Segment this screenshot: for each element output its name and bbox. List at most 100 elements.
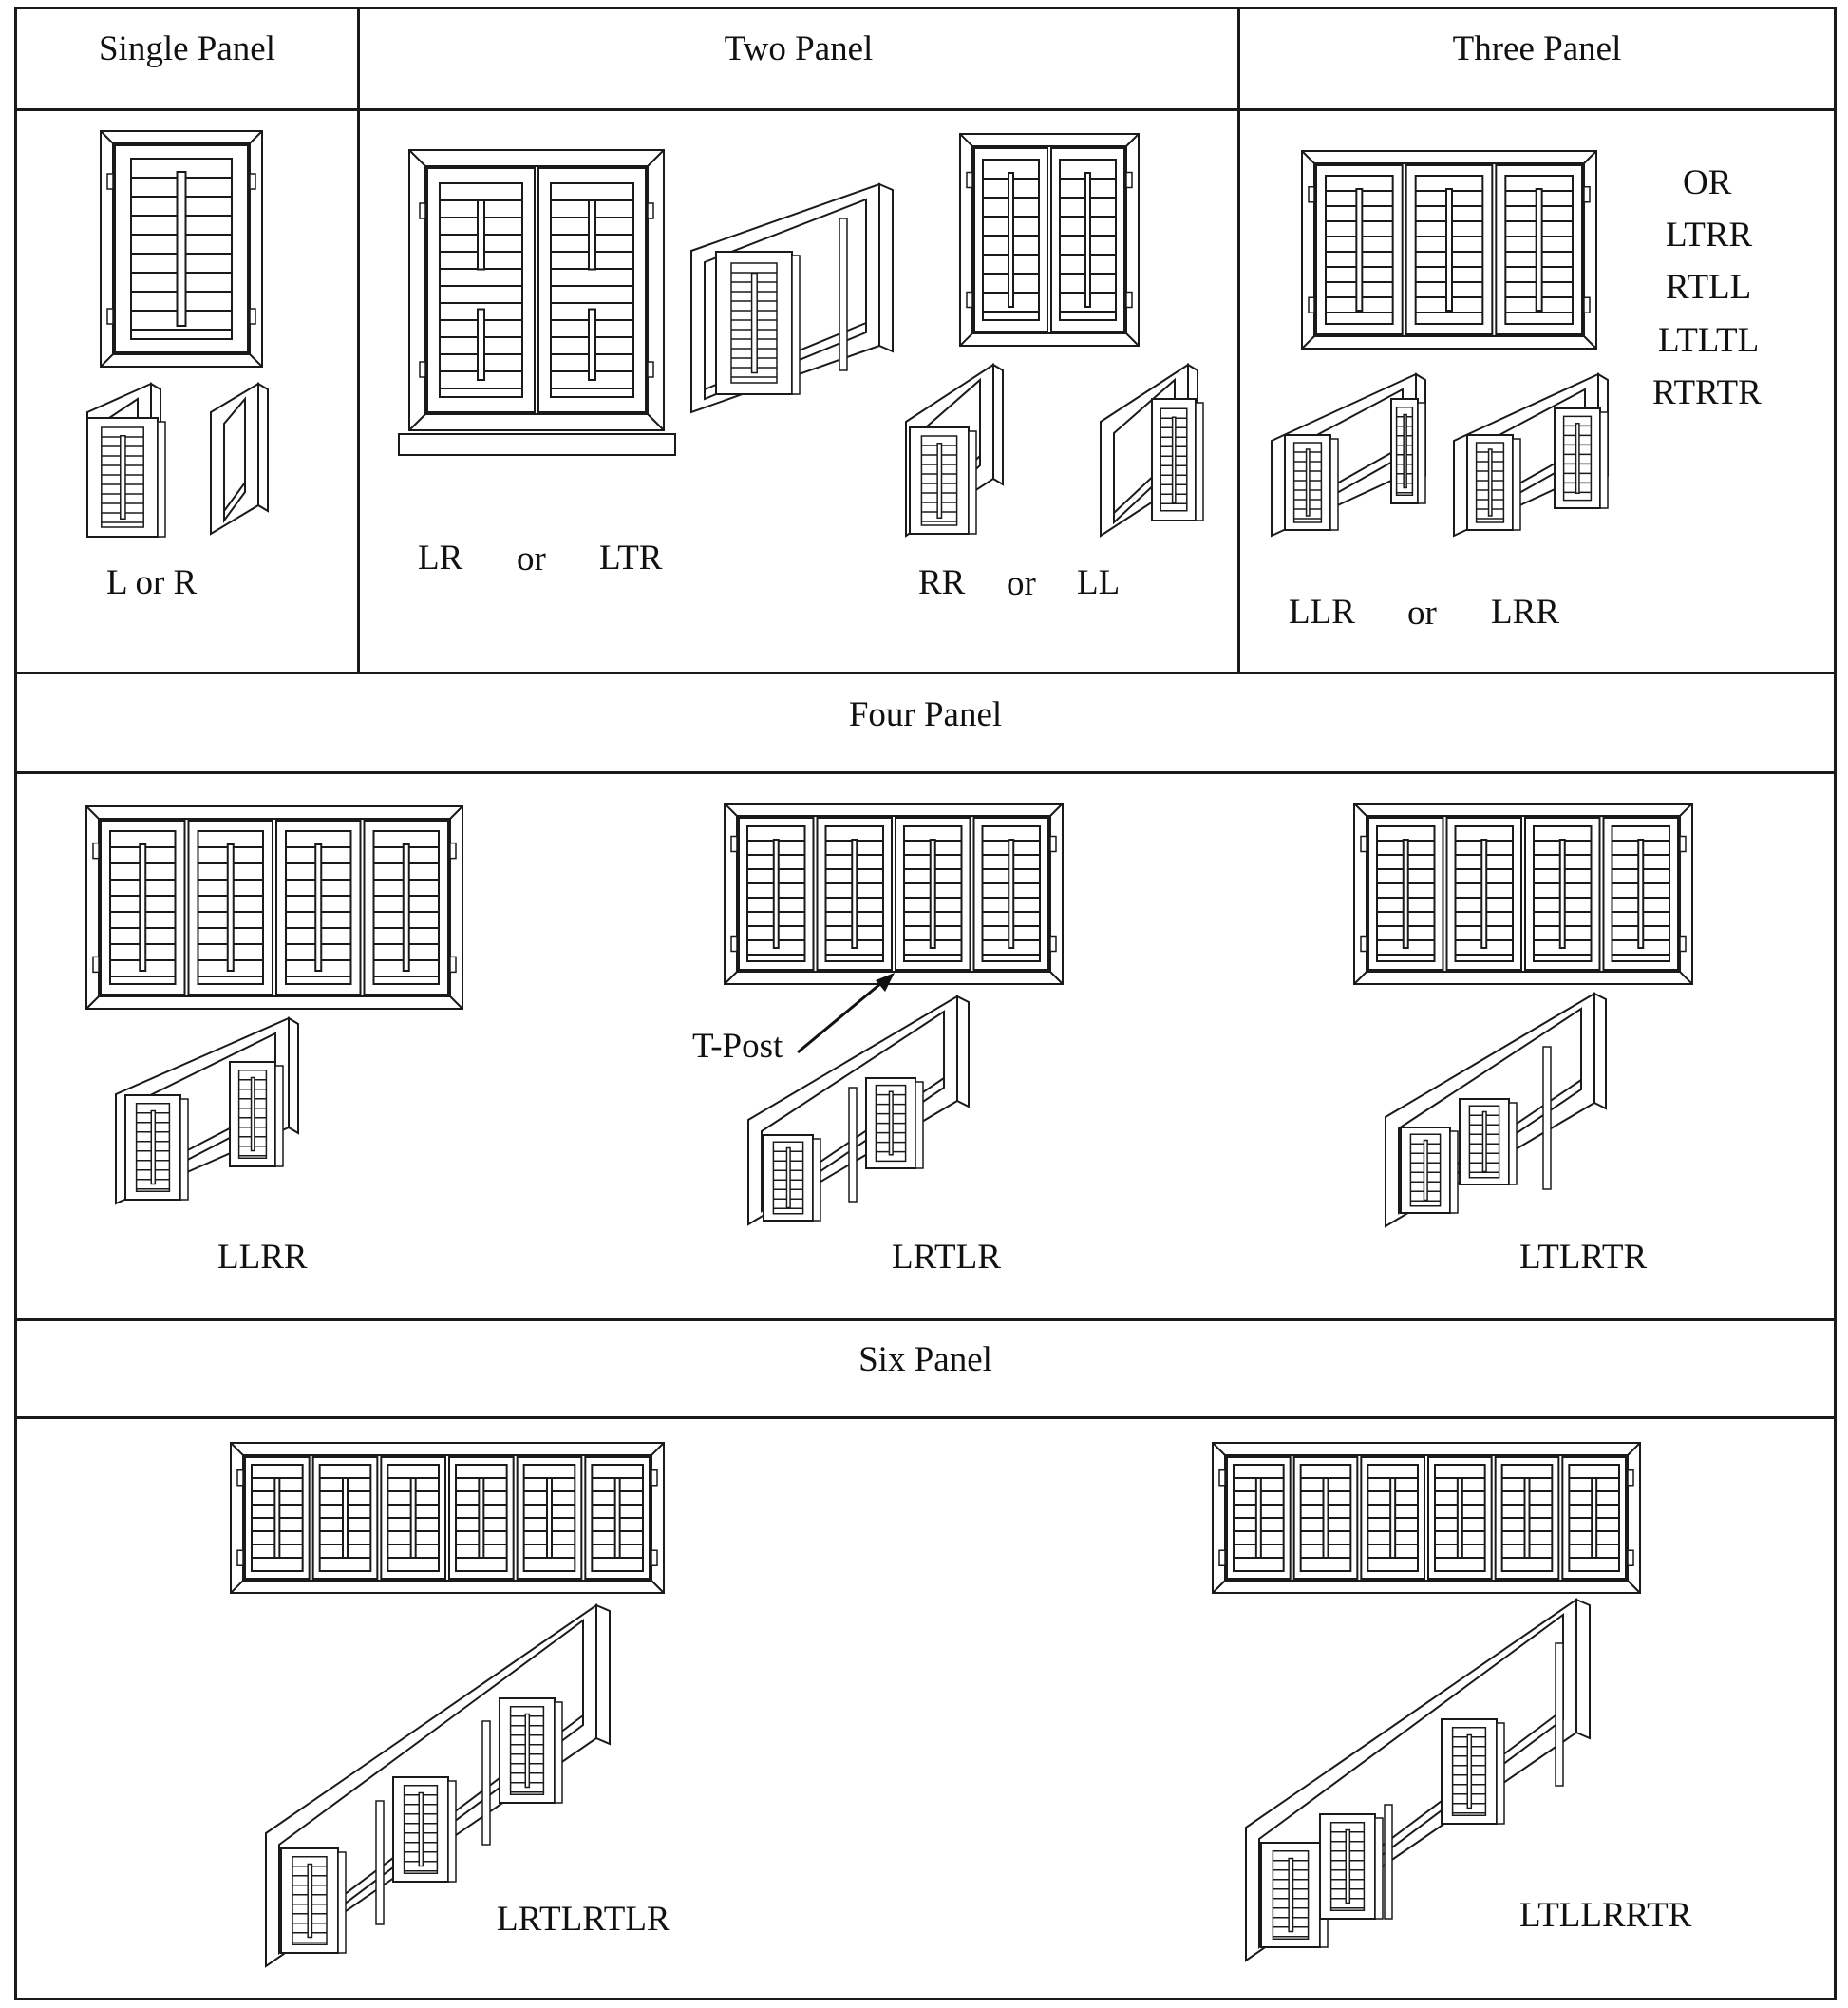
- shutter-panel: [189, 821, 273, 995]
- louver-field: [102, 427, 143, 527]
- louver-field: [239, 1070, 267, 1158]
- frame-mitre: [1126, 333, 1139, 346]
- label-ltr: LTR: [599, 539, 663, 578]
- four-panel-lrtlr-open: [745, 993, 972, 1230]
- t-post: [1556, 1643, 1563, 1786]
- frame-depth: [879, 184, 893, 351]
- table-border-right: [1834, 7, 1837, 2000]
- six-panel-lrtlrtlr-front: [230, 1442, 665, 1594]
- frame-mitre: [1302, 336, 1314, 349]
- panel-edge: [1513, 439, 1520, 530]
- frame-mitre: [86, 996, 99, 1009]
- four-panel-llrr-front: [85, 805, 463, 1010]
- frame-depth: [1576, 1600, 1590, 1738]
- t-post: [839, 218, 847, 370]
- hinge: [967, 293, 972, 308]
- label-rr: RR: [918, 563, 966, 602]
- hinge: [1361, 837, 1367, 852]
- row-divider: [14, 1318, 1837, 1321]
- frame-outer: [1302, 151, 1596, 349]
- hinge: [107, 174, 113, 189]
- louver-field: [773, 1142, 802, 1214]
- louver-field: [374, 831, 440, 984]
- tilt-rod: [178, 172, 186, 326]
- tilt-rod: [931, 840, 935, 948]
- tilt-rod: [315, 844, 321, 971]
- frame-outer: [960, 134, 1139, 346]
- frame-mitre: [231, 1581, 243, 1593]
- shutter-panel: [1496, 165, 1582, 334]
- tilt-rod: [404, 844, 409, 971]
- panel-edge: [1450, 1131, 1458, 1213]
- column-divider: [1237, 7, 1240, 674]
- two-panel-shutter-front: [408, 149, 665, 431]
- label-lrtlrtlr: LRTLRTLR: [497, 1900, 670, 1939]
- shutter-panel: [1406, 165, 1493, 334]
- tilt-rod: [1404, 415, 1406, 488]
- shutter-panel: [1604, 818, 1679, 970]
- tilt-rod: [411, 1478, 416, 1558]
- two-panel-shutter-front-small: [959, 133, 1140, 347]
- frame-inner: [99, 819, 450, 996]
- hinge: [1309, 187, 1314, 202]
- louver-field: [1534, 826, 1592, 961]
- arrow-head: [876, 973, 895, 992]
- frame-inner: [705, 199, 866, 399]
- frame-mitre: [1126, 134, 1139, 146]
- three-panel-shutter-front: [1301, 150, 1597, 350]
- frame-inner: [425, 166, 648, 414]
- tilt-rod: [1560, 840, 1565, 948]
- tilt-rod: [308, 1865, 311, 1938]
- hinge: [967, 172, 972, 187]
- shutter-panel: [276, 821, 361, 995]
- shutter-panel: [1361, 1457, 1424, 1579]
- tilt-rod: [1346, 1830, 1349, 1904]
- frame-inner: [279, 1620, 583, 1953]
- louver-field: [1505, 176, 1573, 324]
- tilt-rod: [1458, 1478, 1462, 1558]
- frame-mitre: [1680, 972, 1692, 984]
- shutter-panel: [101, 821, 185, 995]
- table-border-left: [14, 7, 17, 2000]
- frame-outer: [86, 806, 462, 1009]
- shutter-panel: [245, 1457, 310, 1579]
- hinge: [1584, 187, 1590, 202]
- shutter-panel: [974, 148, 1047, 332]
- panel-edge: [275, 1066, 283, 1166]
- two-panel-open-ll: [1097, 361, 1201, 541]
- shutter-panel: [739, 818, 814, 970]
- panel-edge: [1375, 1818, 1383, 1919]
- label-ltllrrtr: LTLLRRTR: [1519, 1896, 1692, 1935]
- hinge: [107, 309, 113, 324]
- frame-outer: [231, 1443, 664, 1593]
- frame-mitre: [1213, 1581, 1225, 1593]
- frame-mitre: [86, 806, 99, 819]
- frame-mitre: [1584, 151, 1596, 163]
- louver-field: [1416, 176, 1483, 324]
- tilt-rod: [478, 200, 484, 270]
- hinge: [1219, 1470, 1225, 1486]
- shutter-panel: [518, 1457, 582, 1579]
- frame-inner: [1314, 163, 1584, 336]
- frame-mitre: [1584, 336, 1596, 349]
- frame-inner: [243, 1455, 651, 1581]
- shutter-panel: [1562, 1457, 1626, 1579]
- louver-field: [405, 1786, 438, 1873]
- header-three-panel: Three Panel: [1452, 29, 1622, 68]
- tpost-arrow: [788, 973, 895, 1062]
- louver-field: [731, 263, 777, 383]
- t-post: [1385, 1805, 1392, 1919]
- panel-edge: [180, 1099, 188, 1200]
- two-panel-open-ltr: [688, 180, 896, 418]
- hinge: [450, 843, 456, 859]
- shutter-panel: [1368, 818, 1443, 970]
- tilt-rod: [228, 844, 234, 971]
- label-lrtlr: LRTLR: [892, 1238, 1001, 1277]
- louver-field: [1564, 416, 1592, 500]
- hinge: [1126, 293, 1132, 308]
- shutter-panel: [313, 1457, 378, 1579]
- louver-field: [110, 831, 176, 984]
- row-divider: [14, 672, 1837, 674]
- louver-field: [1397, 407, 1413, 495]
- hinge: [1219, 1550, 1225, 1565]
